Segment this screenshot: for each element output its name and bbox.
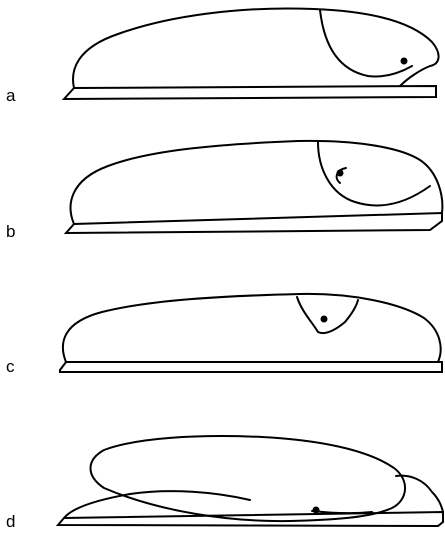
panel-c-label: c xyxy=(6,357,15,376)
panel-c-marker-dot xyxy=(321,316,328,323)
panel-d: d xyxy=(6,436,443,531)
panel-b-substrate xyxy=(66,213,442,233)
panel-a: a xyxy=(6,8,439,105)
panel-b-label: b xyxy=(6,222,15,241)
panel-d-label: d xyxy=(6,512,15,531)
panel-d-nucleus-contour xyxy=(312,511,372,513)
panel-c: c xyxy=(6,294,442,376)
panel-d-cell-body xyxy=(91,436,406,521)
panel-a-nucleus-contour xyxy=(320,10,412,77)
panel-a-substrate xyxy=(64,86,436,99)
panel-a-marker-dot xyxy=(401,58,408,65)
panel-c-cell-outline xyxy=(63,294,441,362)
panel-b-nucleus-contour xyxy=(318,142,430,205)
panel-d-base-lamella xyxy=(64,491,250,518)
panel-d-substrate xyxy=(58,512,443,526)
panel-c-nucleus-contour xyxy=(297,297,358,333)
panel-a-label: a xyxy=(6,86,16,105)
panel-b: b xyxy=(6,141,442,241)
panel-c-substrate xyxy=(60,362,442,372)
panel-d-marker-dot xyxy=(313,507,320,514)
panel-b-marker-dot xyxy=(337,170,344,177)
panel-b-cell-outline xyxy=(71,141,443,224)
